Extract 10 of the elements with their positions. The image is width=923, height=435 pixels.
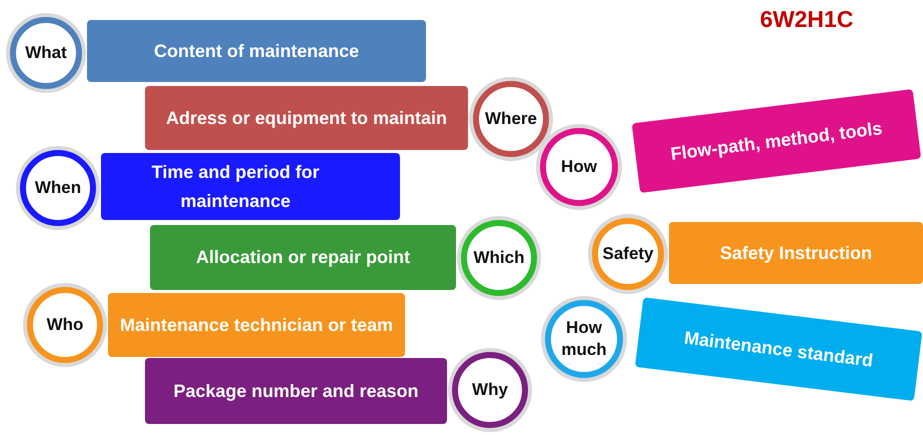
- answer-bar: Time and period for maintenance: [101, 153, 400, 220]
- answer-bar: Adress or equipment to maintain: [145, 86, 468, 150]
- answer-bar: Maintenance technician or team: [108, 293, 405, 357]
- answer-bar: Allocation or repair point: [150, 225, 456, 290]
- answer-bar: Maintenance standard: [634, 297, 922, 402]
- answer-bar: Package number and reason: [145, 358, 447, 424]
- title: 6W2H1C: [760, 6, 854, 33]
- answer-bar: Safety Instruction: [669, 222, 923, 284]
- answer-bar: Flow-path, method, tools: [632, 89, 922, 194]
- answer-bar: Content of maintenance: [87, 20, 426, 82]
